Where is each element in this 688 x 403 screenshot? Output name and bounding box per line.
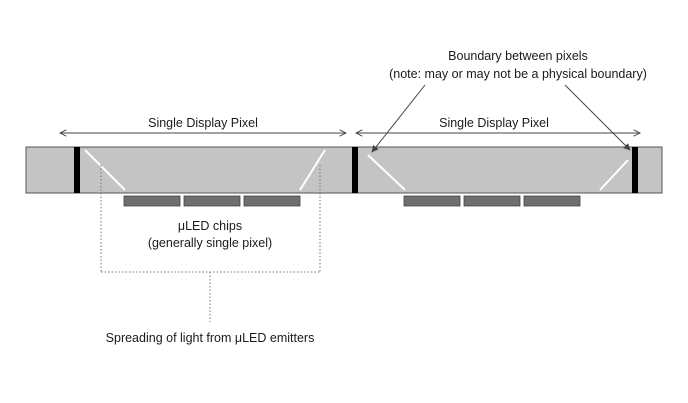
pixel-label-left: Single Display Pixel xyxy=(148,116,258,130)
uled-chip xyxy=(184,196,240,206)
uled-chip xyxy=(464,196,520,206)
uled-chip xyxy=(124,196,180,206)
pixel-label-right: Single Display Pixel xyxy=(439,116,549,130)
uled-chip xyxy=(244,196,300,206)
uled-chip xyxy=(524,196,580,206)
boundary-label: Boundary between pixels xyxy=(448,49,588,63)
boundary-callout-arrow-left xyxy=(372,85,425,152)
boundary-callout-arrow-right xyxy=(565,85,630,150)
chips-label: μLED chips xyxy=(178,219,242,233)
pixel-boundary-bar-left xyxy=(74,147,80,193)
chips-sublabel: (generally single pixel) xyxy=(148,236,272,250)
uled-chip xyxy=(404,196,460,206)
pixel-boundary-bar-center xyxy=(352,147,358,193)
spreading-label: Spreading of light from μLED emitters xyxy=(106,331,315,345)
boundary-note: (note: may or may not be a physical boun… xyxy=(389,67,647,81)
pixel-boundary-bar-right xyxy=(632,147,638,193)
